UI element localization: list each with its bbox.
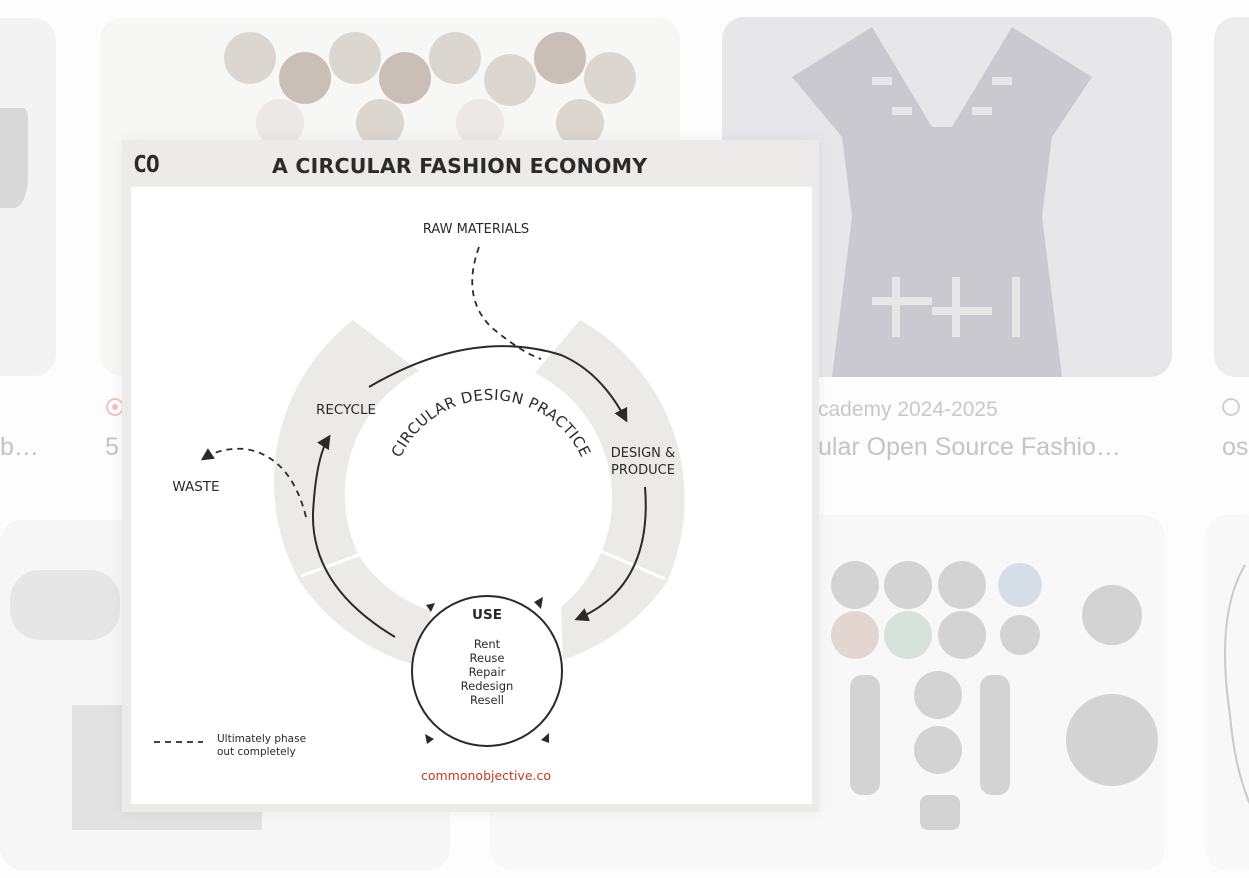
infographic-preview[interactable]: CO A CIRCULAR FASHION ECONOMY (122, 140, 819, 812)
legend-line-1: Ultimately phase (217, 733, 306, 746)
use-item-rent: Rent (437, 637, 537, 651)
pin-card-far-right-top[interactable] (1214, 17, 1249, 377)
co-logo: CO (133, 152, 159, 178)
use-label: USE (447, 607, 527, 623)
design-produce-line-2: PRODUCE (593, 462, 693, 479)
pin-title-center[interactable]: 5 (105, 433, 119, 462)
dashed-raw-materials (472, 247, 541, 359)
use-items-list: Rent Reuse Repair Redesign Resell (437, 637, 537, 707)
use-item-reuse: Reuse (437, 651, 537, 665)
pin-title-right[interactable]: ular Open Source Fashio… (818, 433, 1121, 462)
circular-practice-arc-label: CIRCULAR DESIGN PRACTICE (388, 386, 595, 460)
pin-card-left-top[interactable] (0, 18, 56, 376)
ring-segment-lower-left (299, 556, 431, 667)
legend-text: Ultimately phase out completely (217, 733, 306, 759)
design-produce-label: DESIGN & PRODUCE (593, 445, 693, 479)
pin-card-far-right-bottom[interactable] (1205, 515, 1249, 870)
website-link[interactable]: commonobjective.co (396, 768, 576, 783)
legend-line-2: out completely (217, 746, 306, 759)
use-item-resell: Resell (437, 693, 537, 707)
raw-materials-label: RAW MATERIALS (401, 222, 551, 237)
pin-image-sketch (1205, 515, 1249, 870)
pin-title-left[interactable]: b… (0, 433, 39, 462)
pin-source-right[interactable]: cademy 2024-2025 (818, 398, 998, 422)
design-produce-line-1: DESIGN & (593, 445, 693, 462)
pin-image-circles-pattern (100, 18, 680, 148)
pin-title-far-right[interactable]: os (1222, 433, 1248, 462)
pin-image-knit-texture (0, 108, 28, 208)
globe-icon (1222, 398, 1240, 416)
infographic-panel: CIRCULAR DESIGN PRACTICE RAW MATERIALS W… (131, 187, 812, 804)
waste-label: WASTE (156, 479, 236, 495)
infographic-title: A CIRCULAR FASHION ECONOMY (272, 154, 647, 178)
pin-image-fiber (10, 570, 120, 640)
circular-economy-diagram: CIRCULAR DESIGN PRACTICE (131, 187, 812, 804)
use-item-redesign: Redesign (437, 679, 537, 693)
recycle-label: RECYCLE (301, 402, 391, 418)
use-item-repair: Repair (437, 665, 537, 679)
